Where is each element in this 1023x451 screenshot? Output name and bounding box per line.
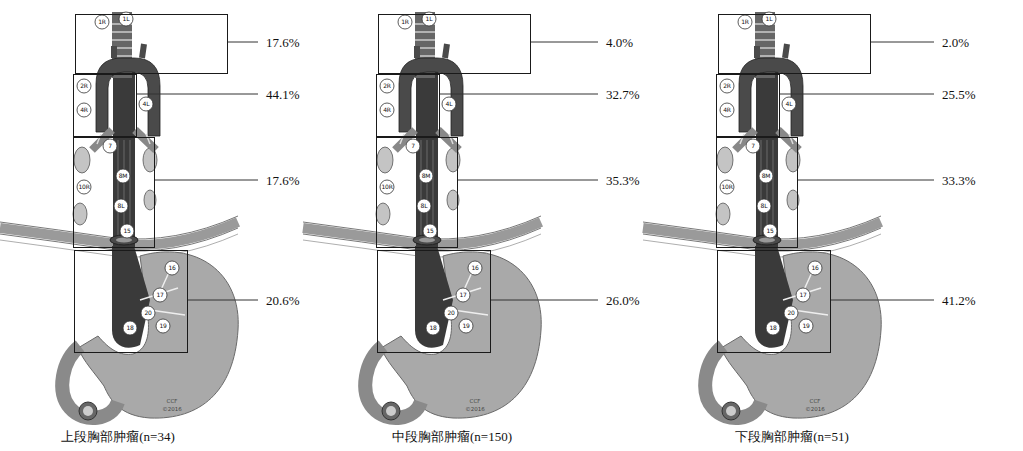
callout-number: 20 [141,306,155,320]
callout-number: 16 [808,261,822,275]
credit-text: ©2016 [162,406,182,413]
panel-illustration [643,12,881,420]
credit-text: CCF [167,398,178,405]
region-box: 33.3% [716,137,798,248]
callout-number: 18 [766,321,780,335]
callout-number: 4L [782,97,796,111]
percentage-label: 32.7% [605,87,641,103]
region-box: 17.6% [75,14,228,74]
callout-number: 19 [459,319,473,333]
callout-number: 4R [720,103,734,117]
callout-number: 17 [153,288,167,302]
callout-number: 1R [738,15,752,29]
percentage-label: 17.6% [265,35,301,51]
callout-number: 20 [444,306,458,320]
callout-number: 7 [406,139,420,153]
callout-number: 16 [165,261,179,275]
callout-number: 8L [417,199,431,213]
callout-number: 8M [759,169,773,183]
percentage-label: 35.3% [605,173,641,189]
callout-number: 1R [398,15,412,29]
callout-number: 8M [419,169,433,183]
panel-caption: 下段胸部肿瘤(n=51) [735,429,849,445]
callout-number: 1L [762,12,776,26]
callout-number: 15 [423,224,437,238]
credit-text: ©2016 [465,406,485,413]
callout-number: 7 [103,139,117,153]
panel-illustration [0,12,238,420]
panel-caption: 中段胸部肿瘤(n=150) [392,429,512,445]
percentage-label: 44.1% [265,87,301,103]
callout-number: 1R [95,15,109,29]
callout-number: 19 [799,319,813,333]
panel-illustration [303,12,541,420]
callout-number: 8L [114,199,128,213]
callout-number: 18 [426,321,440,335]
callout-number: 16 [468,261,482,275]
callout-number: 17 [456,288,470,302]
percentage-label: 20.6% [265,293,301,309]
callout-number: 10R [77,180,91,194]
credit-text: ©2016 [805,406,825,413]
leader-lines [137,42,934,300]
region-box: 17.6% [73,137,155,248]
region-box: 35.3% [376,137,458,248]
percentage-label: 33.3% [941,173,977,189]
callout-number: 8L [757,199,771,213]
callout-number: 1L [119,12,133,26]
region-box: 2.0% [718,14,871,74]
callout-number: 1L [422,12,436,26]
percentage-label: 25.5% [941,87,977,103]
callout-number: 15 [763,224,777,238]
percentage-label: 41.2% [941,293,977,309]
callout-number: 2R [720,79,734,93]
percentage-label: 26.0% [605,293,641,309]
callout-number: 15 [120,224,134,238]
percentage-label: 2.0% [941,35,970,51]
region-box: 4.0% [378,14,531,74]
panel-caption: 上段胸部肿瘤(n=34) [61,429,175,445]
callout-number: 10R [720,180,734,194]
callout-number: 17 [796,288,810,302]
callout-number: 7 [746,139,760,153]
callout-number: 4R [77,103,91,117]
callout-number: 19 [156,319,170,333]
callout-number: 4L [139,97,153,111]
callout-number: 10R [380,180,394,194]
callout-number: 20 [784,306,798,320]
credit-text: CCF [470,398,481,405]
callout-number: 2R [77,79,91,93]
callout-number: 2R [380,79,394,93]
percentage-label: 17.6% [265,173,301,189]
percentage-label: 4.0% [605,35,634,51]
callout-number: 18 [123,321,137,335]
callout-number: 4L [442,97,456,111]
callout-number: 4R [380,103,394,117]
callout-number: 8M [116,169,130,183]
credit-text: CCF [810,398,821,405]
